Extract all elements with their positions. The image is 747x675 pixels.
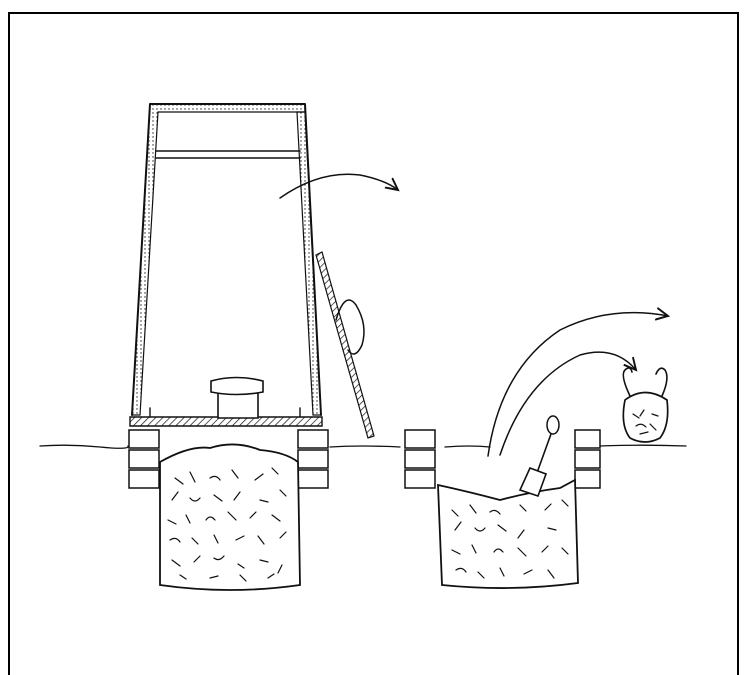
pit-lining-right xyxy=(404,429,601,489)
pit-icon xyxy=(159,443,301,591)
slab-icon xyxy=(129,376,323,427)
arrow-icon xyxy=(279,173,398,199)
bucket-icon xyxy=(622,367,669,443)
arrow-icon xyxy=(499,351,636,456)
arrow-icon xyxy=(487,313,668,457)
door-panel-icon xyxy=(315,251,375,439)
pit-icon xyxy=(437,478,579,589)
shovel-icon xyxy=(518,415,560,498)
pit-lining-left xyxy=(128,429,329,489)
ground-line xyxy=(39,444,687,449)
latrine-superstructure-icon xyxy=(131,103,322,416)
figure-frame xyxy=(8,12,739,675)
